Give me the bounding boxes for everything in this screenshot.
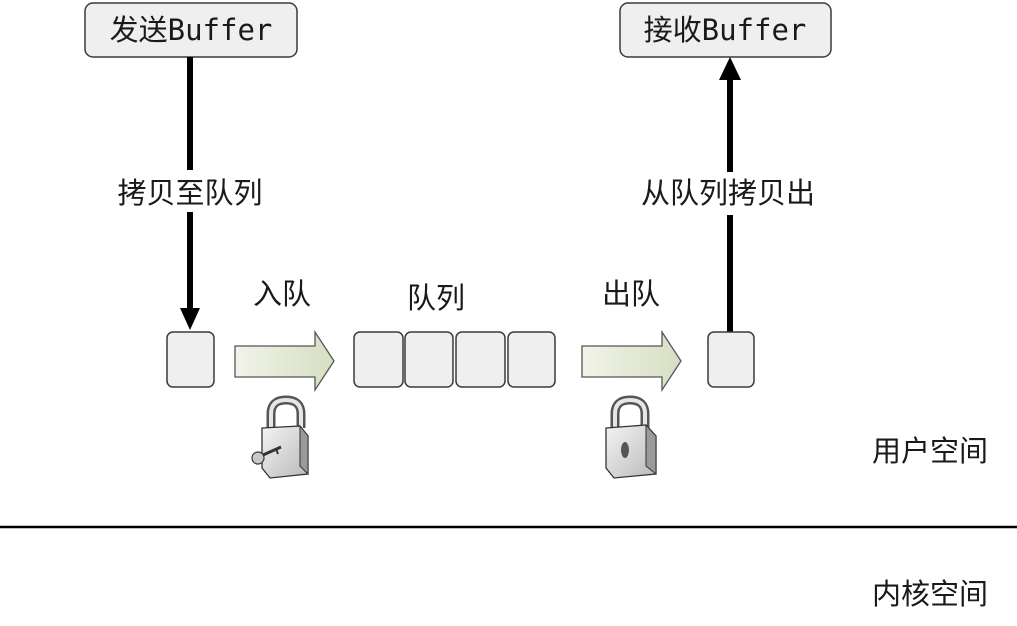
enqueue-label: 入队: [253, 277, 311, 311]
send-buffer-suffix: Buffer: [168, 13, 273, 47]
dequeue-label: 出队: [602, 277, 660, 311]
svg-text:发送Buffer: 发送Buffer: [110, 13, 273, 47]
queue-cell: [455, 331, 506, 388]
padlock-icon: [605, 395, 657, 479]
enqueue-arrow: [234, 329, 335, 393]
queue: [353, 331, 556, 388]
dequeue-arrow: [581, 329, 682, 393]
send-buffer-box: 发送Buffer: [84, 2, 298, 58]
queue-cell: [404, 331, 454, 388]
svg-text:接收Buffer: 接收Buffer: [644, 13, 807, 47]
recv-buffer-box: 接收Buffer: [619, 2, 832, 58]
recv-buffer-prefix: 接收: [644, 13, 702, 47]
recv-buffer-suffix: Buffer: [702, 13, 807, 47]
copy-to-queue-arrow: [180, 57, 200, 330]
copy-to-queue-label: 拷贝至队列: [117, 176, 262, 210]
queue-cell: [353, 331, 404, 388]
queue-label: 队列: [407, 281, 465, 315]
copy-from-queue-label: 从队列拷贝出: [641, 176, 815, 210]
dequeue-slot: [707, 331, 755, 388]
padlock-with-key-icon: [251, 395, 309, 479]
copy-from-queue-arrow: [719, 57, 741, 332]
user-space-label: 用户空间: [872, 434, 988, 468]
queue-cell: [507, 331, 556, 388]
enqueue-slot: [166, 331, 215, 388]
kernel-space-label: 内核空间: [872, 577, 988, 611]
send-buffer-prefix: 发送: [110, 13, 168, 47]
